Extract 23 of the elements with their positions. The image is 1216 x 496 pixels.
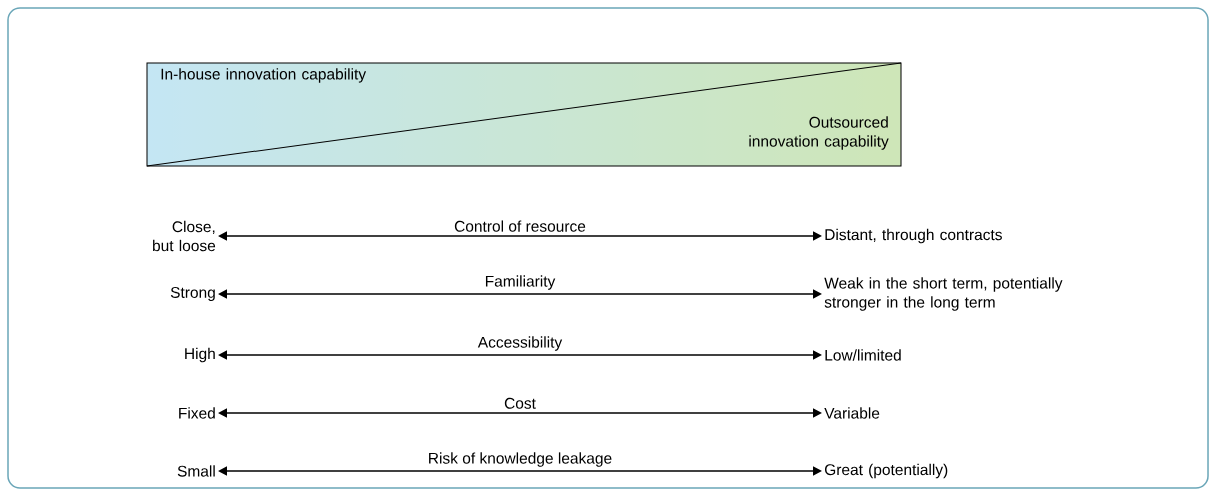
end-label: Close, but loose [153,220,216,252]
end-label: Strong [170,287,215,301]
edge-label: Accessibility [476,335,564,352]
end-label: Weak in the short term, potentially stronger in the long term [824,277,1063,311]
double-arrow [218,231,822,241]
end-label: High [185,347,215,363]
end-label: Fixed [179,407,215,419]
box-text: Outsourced innovation capability [749,116,889,150]
gradient-box [146,62,902,167]
edge-label: Familiarity [483,274,557,291]
double-arrow [218,350,822,360]
end-label: Great (potentially) [825,463,948,479]
double-arrow [218,408,822,418]
end-label: Low/limited [825,349,901,361]
edge-label: Risk of knowledge leakage [426,451,614,468]
end-label: Distant, through contracts [825,228,1002,244]
end-label: Variable [824,407,880,419]
double-arrow [218,466,822,476]
edge-label: Cost [503,396,537,410]
end-label: Small [177,465,215,477]
box-text: In-house innovation capability [161,68,367,83]
edge-label: Control of resource [453,219,587,233]
double-arrow [218,289,822,299]
